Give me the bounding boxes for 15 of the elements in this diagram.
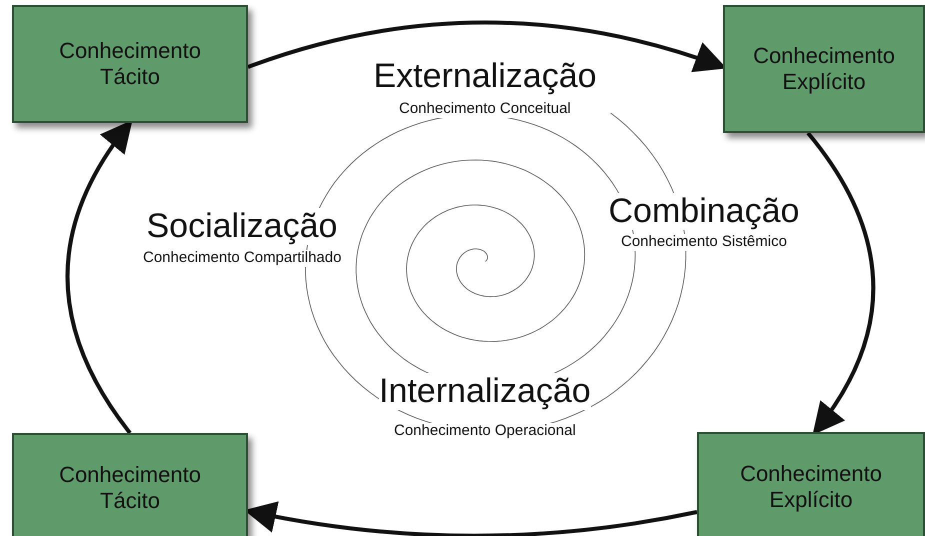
box-label: Conhecimento Explícito bbox=[739, 460, 883, 514]
phase-subtitle: Conhecimento Sistêmico bbox=[621, 234, 787, 250]
knowledge-box bbox=[12, 433, 248, 536]
box-label: Conhecimento Tácito bbox=[58, 462, 202, 514]
knowledge-box bbox=[697, 432, 925, 536]
phase-subtitle: Conhecimento Conceitual bbox=[399, 101, 571, 118]
knowledge-box bbox=[12, 5, 248, 123]
phase-subtitle: Conhecimento Operacional bbox=[394, 423, 576, 440]
box-label: Conhecimento Tácito bbox=[58, 38, 202, 90]
knowledge-box bbox=[723, 5, 925, 133]
box-label: Conhecimento Explícito bbox=[752, 42, 896, 96]
phase-title: Internalização bbox=[379, 373, 591, 410]
phase-subtitle: Conhecimento Compartilhado bbox=[143, 250, 342, 266]
phase-title: Socialização bbox=[146, 208, 338, 246]
phase-title: Combinação bbox=[608, 193, 800, 230]
